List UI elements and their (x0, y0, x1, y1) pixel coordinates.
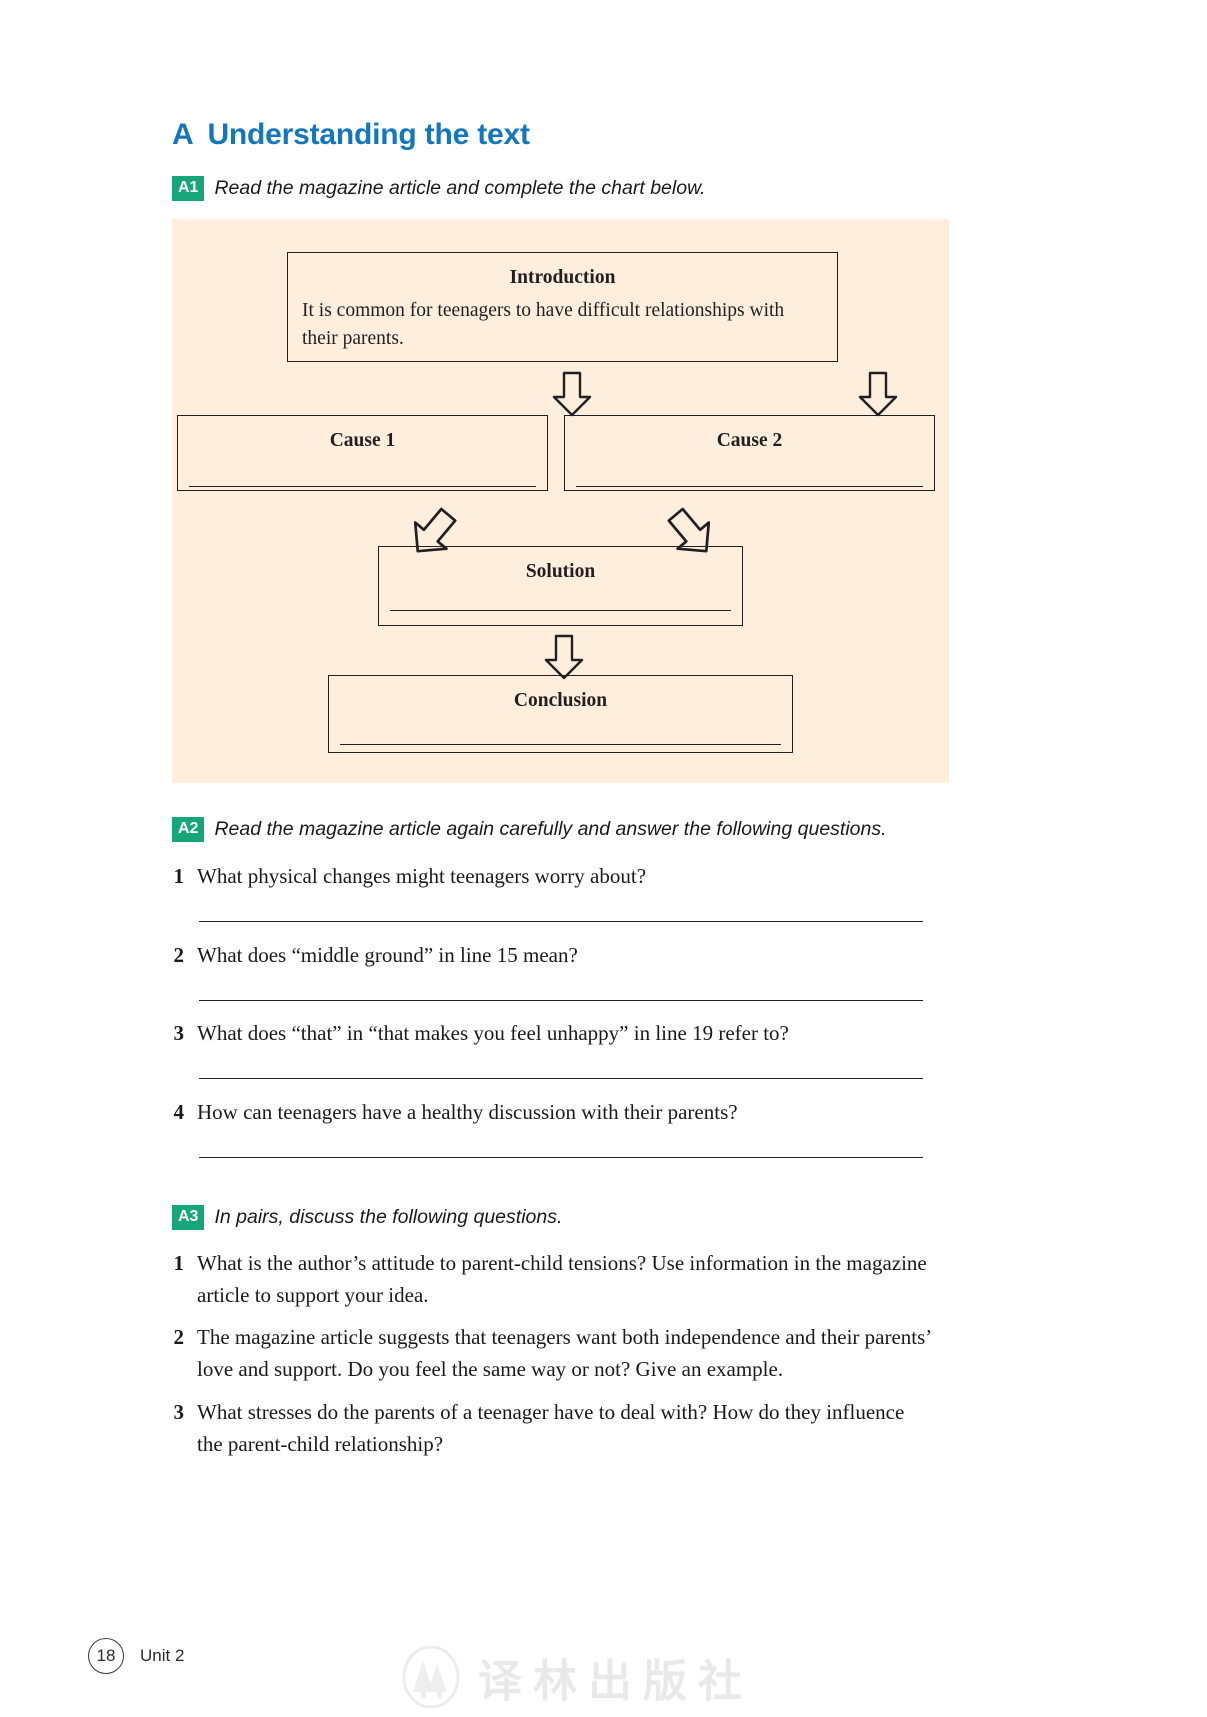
flowchart-blank-solution[interactable] (390, 610, 731, 611)
question-number: 1 (173, 864, 185, 888)
question-number: 4 (173, 1100, 185, 1124)
flowchart-blank-cause2[interactable] (576, 486, 923, 487)
question-item: 2 The magazine article suggests that tee… (170, 1322, 955, 1385)
answer-line[interactable] (199, 1157, 923, 1158)
publisher-watermark: 译林出版社 (400, 1645, 753, 1709)
flowchart-node-cause1-label: Cause 1 (329, 430, 396, 451)
publisher-logo-icon (402, 1646, 460, 1708)
page-number: 18 (88, 1638, 124, 1674)
question-text: What does “middle ground” in line 15 mea… (197, 943, 578, 967)
task-badge-a2: A2 (172, 817, 205, 842)
task-instruction-a3: In pairs, discuss the following question… (214, 1206, 563, 1228)
flowchart-node-solution: Solution (378, 546, 743, 626)
flowchart-panel: Introduction It is common for teenagers … (172, 219, 949, 783)
answer-line[interactable] (199, 921, 923, 922)
flowchart-node-cause2-label: Cause 2 (716, 430, 783, 451)
question-number: 3 (173, 1021, 185, 1045)
flowchart-node-solution-label: Solution (525, 561, 596, 582)
section-letter: A (172, 118, 194, 151)
question-number: 2 (173, 943, 185, 967)
answer-line[interactable] (199, 1000, 923, 1001)
arrow-down-icon (858, 371, 898, 417)
question-item: 1 What physical changes might teenagers … (170, 861, 647, 893)
flowchart-node-introduction-body: It is common for teenagers to have diffi… (302, 300, 785, 349)
flowchart-blank-cause1[interactable] (189, 486, 536, 487)
task-badge-a1: A1 (172, 176, 205, 201)
page-title: A Understanding the text (172, 118, 530, 152)
question-text: The magazine article suggests that teena… (197, 1325, 931, 1381)
question-text: What does “that” in “that makes you feel… (197, 1021, 789, 1045)
flowchart-node-cause2: Cause 2 (564, 415, 935, 491)
question-item: 4 How can teenagers have a healthy discu… (170, 1097, 738, 1129)
question-text: What is the author’s attitude to parent-… (197, 1251, 927, 1307)
task-a1: A1 Read the magazine article and complet… (172, 176, 706, 201)
question-text: What physical changes might teenagers wo… (197, 864, 647, 888)
arrow-down-icon (552, 371, 592, 417)
flowchart-node-introduction: Introduction It is common for teenagers … (287, 252, 838, 362)
question-item: 1 What is the author’s attitude to paren… (170, 1248, 950, 1311)
question-text: How can teenagers have a healthy discuss… (197, 1100, 738, 1124)
section-title: Understanding the text (207, 118, 530, 151)
question-number: 2 (173, 1325, 185, 1349)
task-instruction-a2: Read the magazine article again carefull… (214, 818, 887, 840)
publisher-watermark-text: 译林出版社 (478, 1656, 753, 1707)
flowchart-node-conclusion: Conclusion (328, 675, 793, 753)
unit-label: Unit 2 (140, 1646, 185, 1665)
question-number: 1 (173, 1251, 185, 1275)
task-instruction-a1: Read the magazine article and complete t… (214, 177, 706, 199)
arrow-down-icon (544, 634, 584, 680)
flowchart-node-cause1: Cause 1 (177, 415, 548, 491)
flowchart-node-introduction-label: Introduction (509, 267, 616, 288)
question-number: 3 (173, 1400, 185, 1424)
answer-line[interactable] (199, 1078, 923, 1079)
question-item: 3 What stresses do the parents of a teen… (170, 1397, 930, 1460)
arrow-down-right-icon (413, 507, 457, 553)
question-item: 2 What does “middle ground” in line 15 m… (170, 940, 578, 972)
question-item: 3 What does “that” in “that makes you fe… (170, 1018, 789, 1050)
task-a2: A2 Read the magazine article again caref… (172, 817, 887, 842)
task-badge-a3: A3 (172, 1205, 205, 1230)
flowchart-blank-conclusion[interactable] (340, 744, 781, 745)
task-a3: A3 In pairs, discuss the following quest… (172, 1205, 562, 1230)
arrow-down-left-icon (667, 507, 711, 553)
flowchart-node-conclusion-label: Conclusion (513, 690, 608, 711)
question-text: What stresses do the parents of a teenag… (197, 1400, 905, 1456)
